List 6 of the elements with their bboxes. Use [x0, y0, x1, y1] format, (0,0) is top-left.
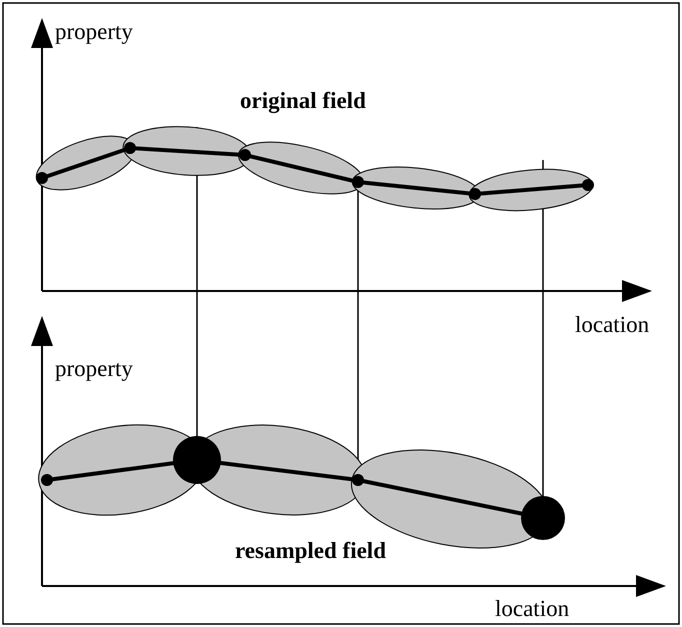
axis-label: property [55, 19, 133, 45]
axis-label: property [55, 356, 133, 382]
plot-title: original field [240, 88, 366, 114]
plot-title: resampled field [235, 538, 386, 564]
axis-label: location [575, 312, 650, 338]
axis-label: location [495, 596, 570, 622]
